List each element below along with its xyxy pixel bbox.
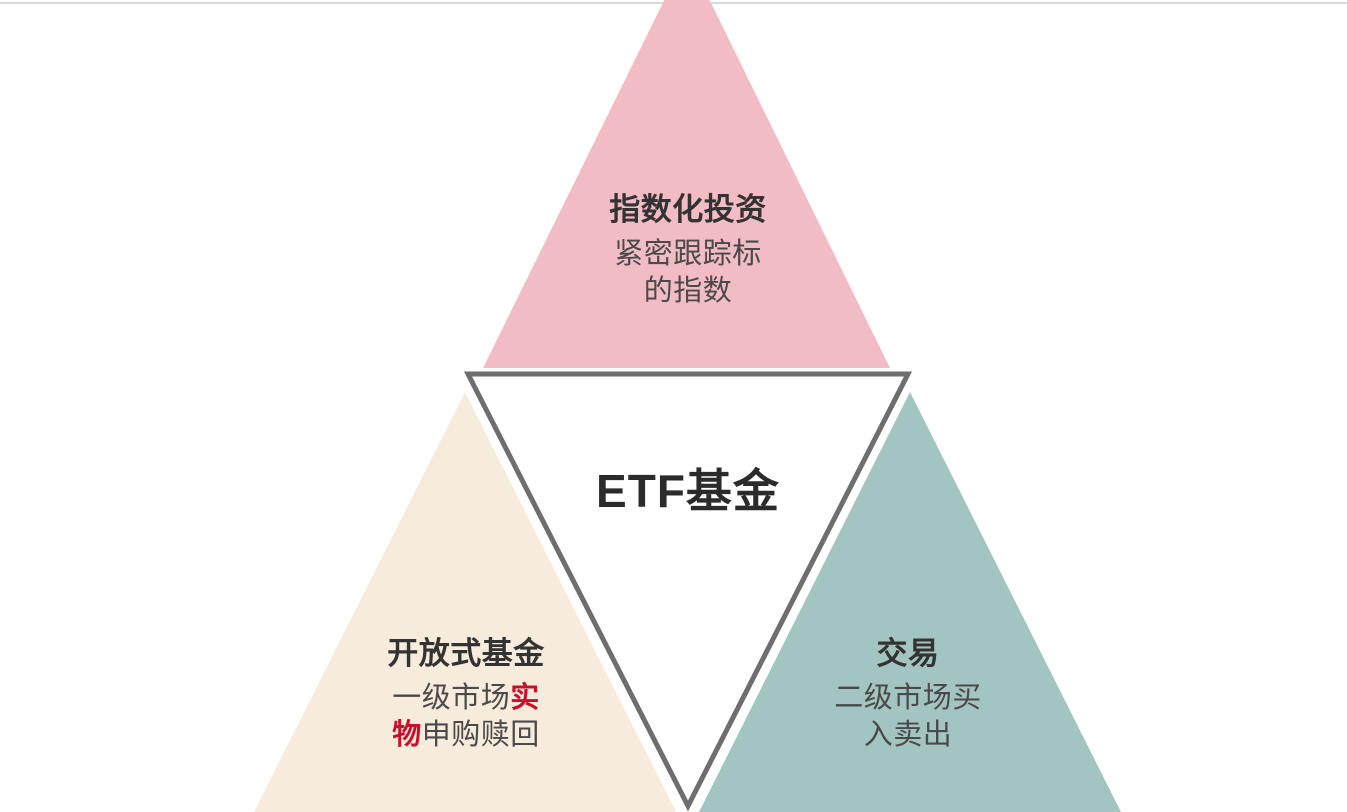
label-index-investing-title: 指数化投资: [609, 192, 767, 227]
label-etf-center: ETF基金: [596, 465, 780, 517]
triangle-index-investing[interactable]: [483, 0, 890, 368]
label-open-end-fund-title: 开放式基金: [387, 636, 545, 671]
label-open-end-fund-body-line-1: 一级市场实: [333, 680, 599, 717]
label-index-investing-body-line-2: 的指数: [643, 274, 733, 307]
label-index-investing-body-line-1: 紧密跟踪标: [614, 237, 762, 270]
label-index-investing-body: 紧密跟踪标 的指数: [553, 236, 823, 310]
label-open-end-fund-body: 一级市场实 物申购赎回: [333, 680, 599, 754]
triangle-etf-center[interactable]: [463, 371, 913, 812]
label-trading-body: 二级市场买 入卖出: [775, 680, 1041, 754]
label-open-end-fund-body-line-2: 物申购赎回: [333, 717, 599, 754]
label-index-investing: 指数化投资 紧密跟踪标 的指数: [553, 190, 823, 310]
label-trading-title: 交易: [876, 636, 940, 671]
label-trading: 交易 二级市场买 入卖出: [775, 634, 1041, 754]
open-end-fund-body-text-1: 一级市场: [392, 681, 511, 714]
open-end-fund-highlight-2: 物: [392, 718, 422, 751]
label-trading-body-line-1: 二级市场买: [834, 681, 982, 714]
open-end-fund-highlight-1: 实: [510, 681, 540, 714]
label-open-end-fund: 开放式基金 一级市场实 物申购赎回: [333, 634, 599, 754]
open-end-fund-body-text-2: 申购赎回: [421, 718, 540, 751]
label-trading-body-line-2: 入卖出: [863, 718, 953, 751]
triangle-open-end-fund[interactable]: [254, 392, 676, 812]
triangle-trading[interactable]: [699, 392, 1121, 812]
